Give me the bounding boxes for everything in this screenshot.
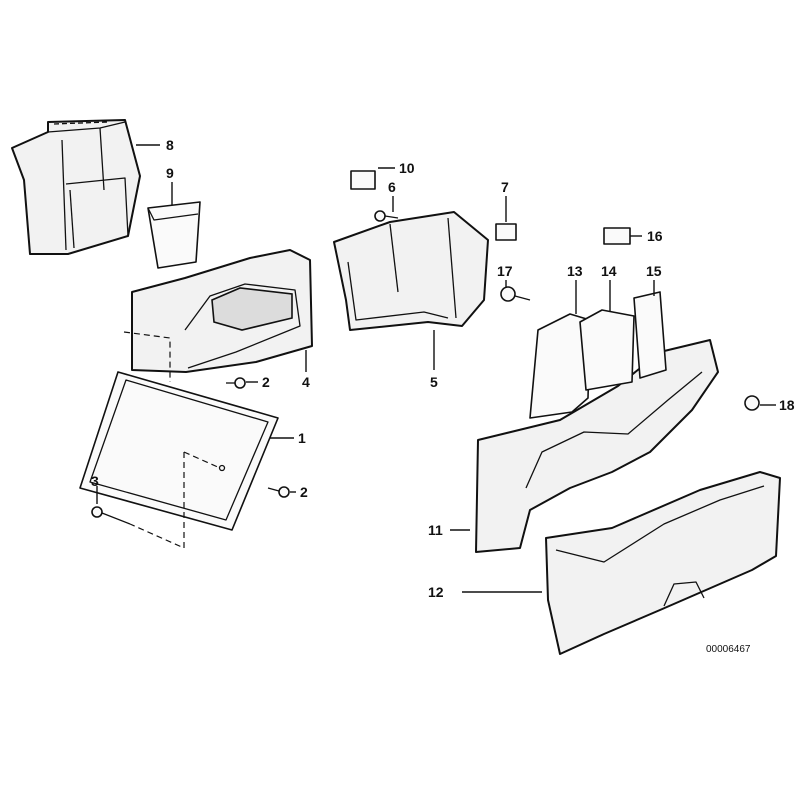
callout-12: 12 (428, 584, 444, 600)
callout-10: 10 (399, 160, 415, 176)
part-6-push-pin (374, 210, 399, 222)
part-12-bottom-trim (545, 471, 781, 655)
diagram-reference-number: 00006467 (706, 644, 751, 655)
part-3-screw (91, 506, 131, 525)
part-4-side-trim-panel (131, 249, 313, 373)
part-2-screw-upper (226, 377, 246, 389)
callout-5: 5 (430, 374, 438, 390)
assembly-lines (123, 331, 221, 549)
part-13-bracket (529, 313, 591, 419)
part-14-bracket (579, 309, 635, 391)
leader-lines (96, 144, 776, 593)
callout-9: 9 (166, 165, 174, 181)
callout-8: 8 (166, 137, 174, 153)
part-17-fastener (500, 286, 531, 302)
callout-6: 6 (388, 179, 396, 195)
callout-17: 17 (497, 263, 513, 279)
callout-13: 13 (567, 263, 583, 279)
part-15-bracket (633, 291, 667, 379)
part-16-clip (603, 227, 631, 245)
callout-11: 11 (428, 522, 443, 538)
callout-4: 4 (302, 374, 310, 390)
callout-15: 15 (646, 263, 662, 279)
part-10-clip (350, 170, 376, 190)
callout-3: 3 (91, 473, 99, 489)
part-9-bin (147, 201, 201, 269)
callout-16: 16 (647, 228, 663, 244)
callout-18: 18 (779, 397, 795, 413)
callout-7: 7 (501, 179, 509, 195)
callout-1: 1 (298, 430, 306, 446)
callout-2-lower: 2 (300, 484, 308, 500)
part-2-screw-lower (267, 486, 290, 498)
part-7-clip (495, 223, 517, 241)
callout-14: 14 (601, 263, 617, 279)
part-18-push-clip (744, 395, 760, 411)
callout-2-upper: 2 (262, 374, 270, 390)
part-1-cover-panel (79, 371, 279, 531)
part-5-center-trim-panel (333, 211, 489, 331)
part-8-storage-compartment (11, 119, 141, 255)
